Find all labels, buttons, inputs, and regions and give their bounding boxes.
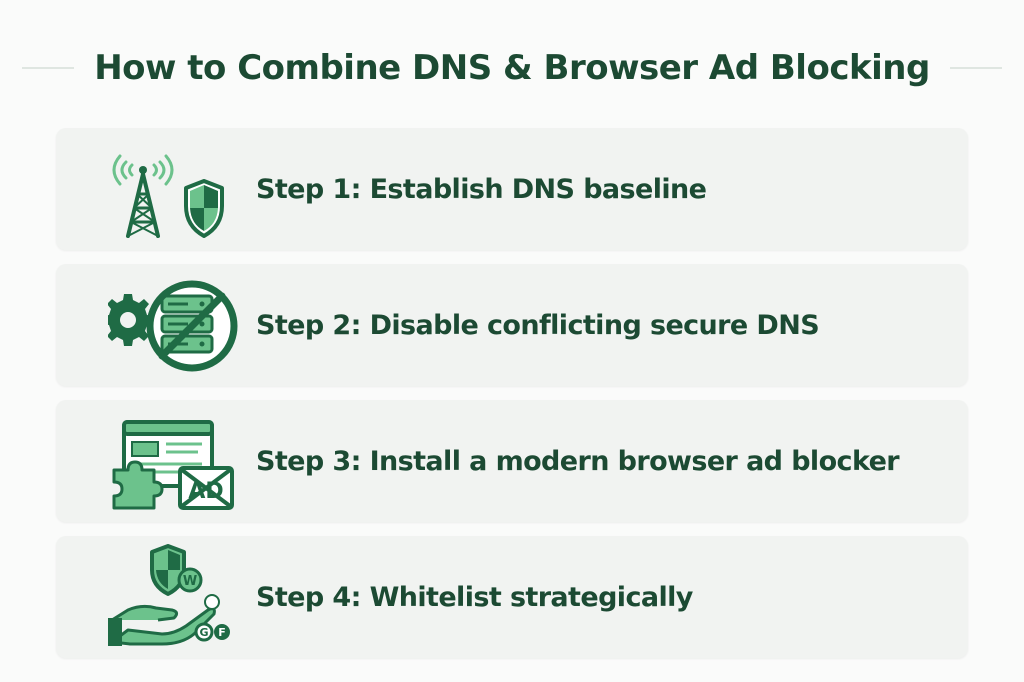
step-card-1: Step 1: Establish DNS baseline bbox=[56, 128, 968, 250]
tower-shield-icon bbox=[108, 136, 238, 242]
step-label-2: Step 2: Disable conflicting secure DNS bbox=[256, 309, 820, 341]
browser-extension-ad-block-icon: AD bbox=[108, 408, 238, 514]
svg-text:F: F bbox=[218, 626, 226, 639]
step-label-4: Step 4: Whitelist strategically bbox=[256, 581, 693, 613]
steps-list: Step 1: Establish DNS baseline bbox=[56, 128, 968, 672]
svg-text:AD: AD bbox=[188, 479, 223, 504]
step-label-1: Step 1: Establish DNS baseline bbox=[256, 173, 707, 205]
title-divider-right bbox=[949, 67, 1002, 69]
header: How to Combine DNS & Browser Ad Blocking bbox=[0, 40, 1024, 96]
svg-text:W: W bbox=[183, 574, 197, 589]
step-card-3: AD Step 3: Install a modern browser ad b… bbox=[56, 400, 968, 522]
step-card-4: W G F Step 4: Whitelist strategically bbox=[56, 536, 968, 658]
step-label-3: Step 3: Install a modern browser ad bloc… bbox=[256, 445, 900, 477]
svg-text:G: G bbox=[199, 626, 208, 639]
blocked-server-gear-icon bbox=[108, 272, 238, 378]
page-title: How to Combine DNS & Browser Ad Blocking bbox=[94, 48, 930, 88]
title-divider-left bbox=[22, 67, 75, 69]
hand-shield-sites-icon: W G F bbox=[108, 544, 238, 650]
step-card-2: Step 2: Disable conflicting secure DNS bbox=[56, 264, 968, 386]
